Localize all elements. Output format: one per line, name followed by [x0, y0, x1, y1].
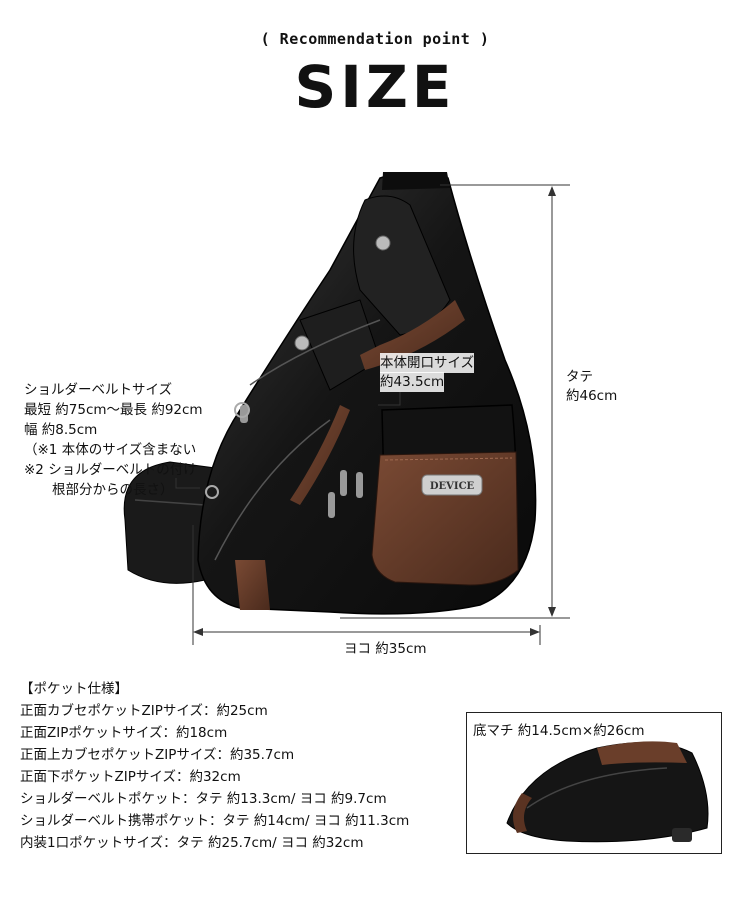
- shoulder-belt-size: ショルダーベルトサイズ 最短 約75cm～最長 約92cm 幅 約8.5cm （…: [24, 380, 203, 500]
- belt-line: ※2 ショルダーベルトの付け: [24, 462, 197, 478]
- bag-bottom-illustration: [506, 741, 709, 843]
- pocket-spec-line: ショルダーベルトポケット：タテ 約13.3cm/ ヨコ 約9.7cm: [20, 791, 387, 807]
- recommendation-subtitle: ( Recommendation point ): [260, 30, 490, 48]
- belt-line: 最短 約75cm～最長 約92cm: [24, 402, 203, 418]
- opening-value: 約43.5cm: [380, 372, 445, 392]
- belt-line: （※1 本体のサイズ含まない: [24, 442, 197, 458]
- page-title: SIZE: [294, 53, 456, 121]
- belt-line: 幅 約8.5cm: [24, 422, 98, 438]
- belt-line: ショルダーベルトサイズ: [24, 382, 173, 398]
- pocket-specs-heading: 【ポケット仕様】: [20, 681, 128, 697]
- bag-illustration: DEVICE: [123, 172, 537, 615]
- belt-line: 根部分からの長さ）: [52, 482, 174, 498]
- height-label: タテ: [566, 369, 593, 385]
- pocket-spec-line: 正面上カブセポケットZIPサイズ：約35.7cm: [20, 747, 295, 763]
- device-badge-text: DEVICE: [430, 481, 475, 492]
- pocket-spec-line: 正面ZIPポケットサイズ：約18cm: [20, 725, 228, 741]
- pocket-spec-line: 内装1口ポケットサイズ：タテ 約25.7cm/ ヨコ 約32cm: [20, 835, 364, 851]
- pocket-spec-line: ショルダーベルト携帯ポケット：タテ 約14cm/ ヨコ 約11.3cm: [20, 813, 410, 829]
- gusset-label: 底マチ 約14.5cm×約26cm: [473, 723, 645, 739]
- height-value: 約46cm: [566, 388, 618, 404]
- width-label: ヨコ 約35cm: [340, 639, 431, 659]
- pocket-spec-line: 正面カブセポケットZIPサイズ：約25cm: [20, 703, 268, 719]
- pocket-spec-line: 正面下ポケットZIPサイズ：約32cm: [20, 769, 241, 785]
- pocket-specs: 【ポケット仕様】 正面カブセポケットZIPサイズ：約25cm 正面ZIPポケット…: [20, 678, 409, 854]
- opening-label: 本体開口サイズ: [380, 353, 475, 373]
- bottom-gusset-inset: 底マチ 約14.5cm×約26cm: [466, 712, 722, 854]
